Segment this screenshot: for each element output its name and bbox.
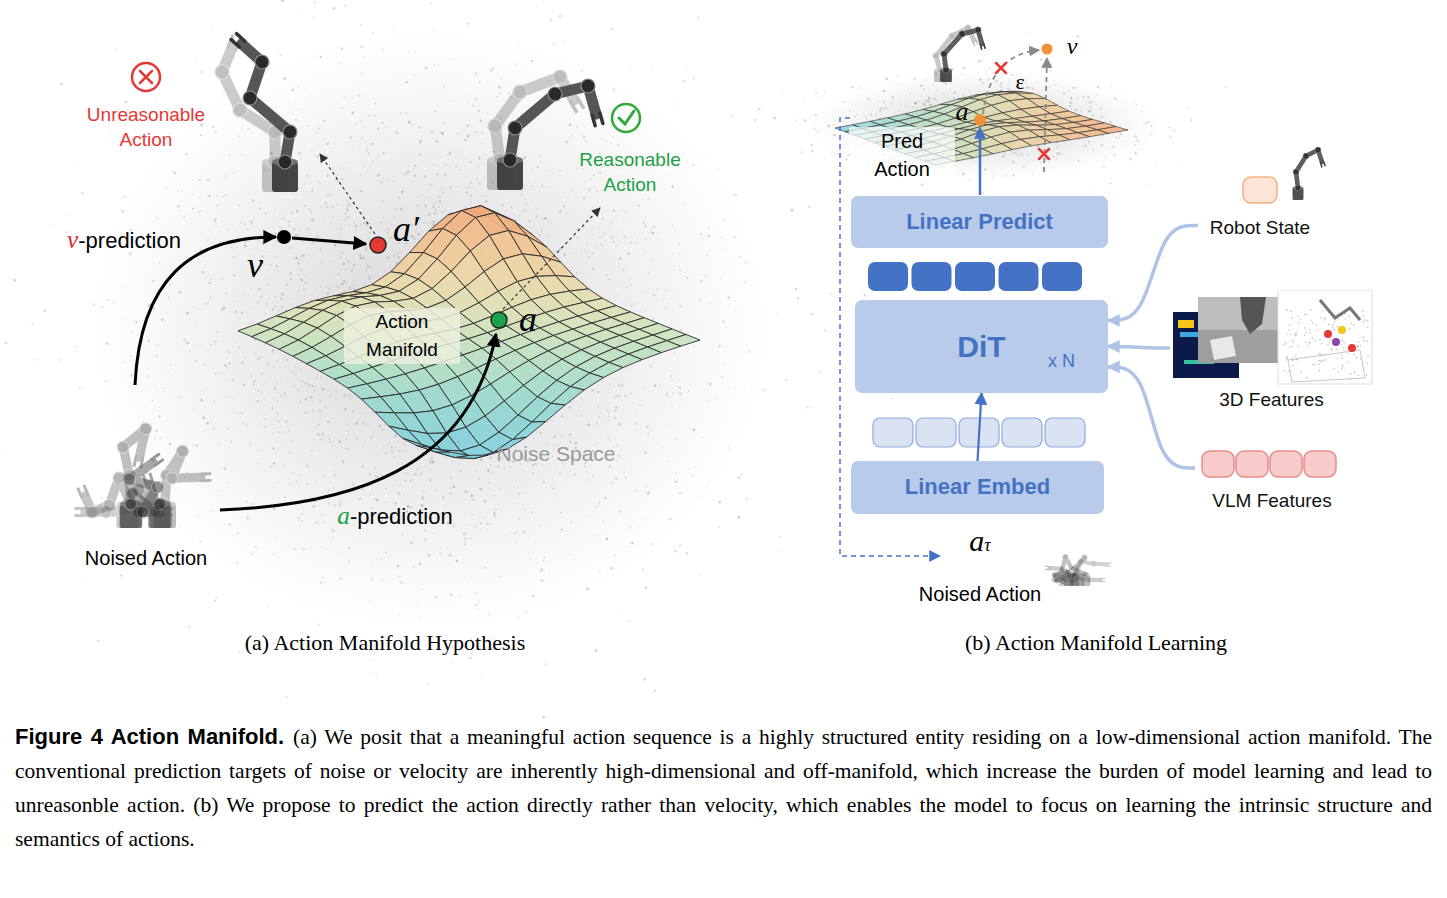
figure: Linear PredictDiTx NLinear EmbedRobot St…: [0, 0, 1447, 898]
